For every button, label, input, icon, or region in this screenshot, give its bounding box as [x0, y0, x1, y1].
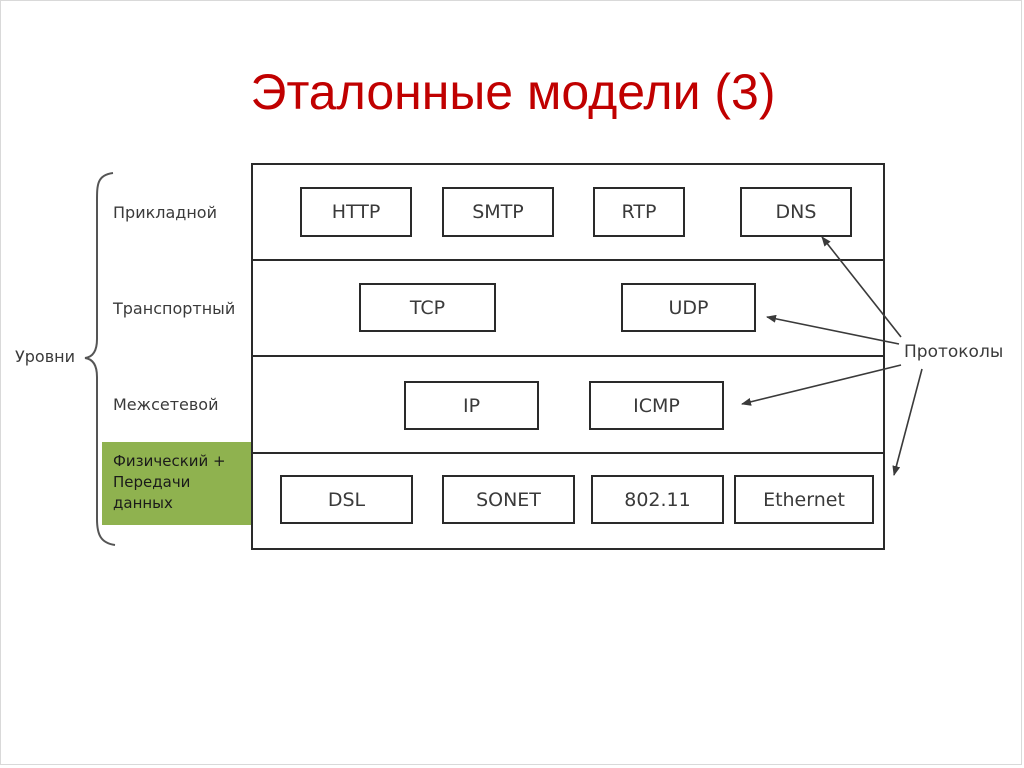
physical-label-line-2: Передачи: [113, 473, 191, 491]
layer-label-physical: Физический + Передачи данных: [113, 451, 226, 514]
layer-divider: [251, 355, 885, 357]
arrow-to-physical: [892, 368, 923, 476]
protocol-box-sonet: SONET: [442, 475, 575, 524]
physical-layer-highlight: [102, 442, 251, 525]
arrow-to-icmp: [741, 364, 902, 406]
protocol-box-http: HTTP: [300, 187, 412, 237]
protocol-box-smtp: SMTP: [442, 187, 554, 237]
protocols-label: Протоколы: [904, 342, 1004, 362]
layer-label-internet: Межсетевой: [113, 395, 219, 414]
levels-label: Уровни: [15, 347, 75, 366]
protocol-box-dsl: DSL: [280, 475, 413, 524]
layer-divider: [251, 259, 885, 261]
layer-label-application: Прикладной: [113, 203, 217, 222]
protocol-box-80211: 802.11: [591, 475, 724, 524]
physical-label-line-1: Физический +: [113, 452, 226, 470]
levels-brace: [84, 172, 116, 546]
layer-label-transport: Транспортный: [113, 299, 236, 318]
protocol-box-udp: UDP: [621, 283, 756, 332]
arrow-to-dns: [821, 236, 902, 338]
arrow-to-udp: [766, 314, 900, 345]
layer-divider: [251, 452, 885, 454]
protocol-box-tcp: TCP: [359, 283, 496, 332]
protocol-box-dns: DNS: [740, 187, 852, 237]
slide-title: Эталонные модели (3): [250, 64, 776, 120]
protocol-box-ip: IP: [404, 381, 539, 430]
protocol-box-icmp: ICMP: [589, 381, 724, 430]
protocol-box-ethernet: Ethernet: [734, 475, 874, 524]
protocol-box-rtp: RTP: [593, 187, 685, 237]
physical-label-line-3: данных: [113, 494, 173, 512]
